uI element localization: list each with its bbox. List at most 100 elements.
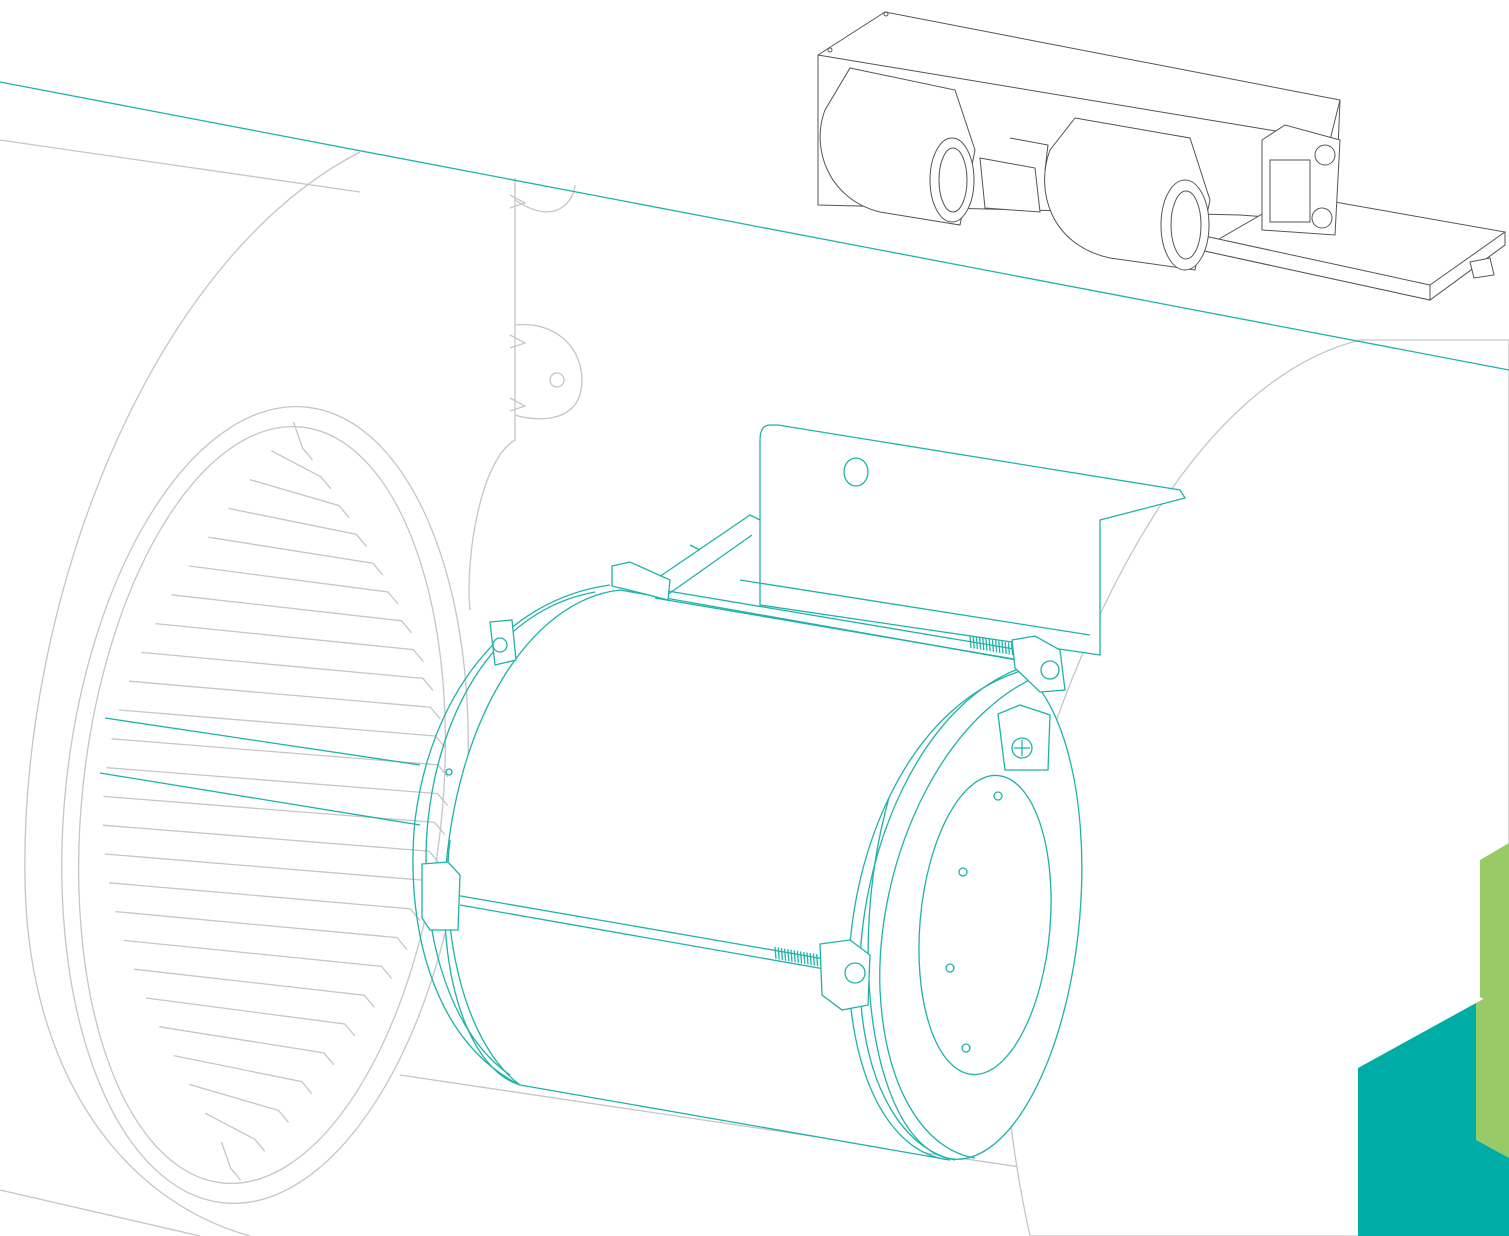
blade [292,421,313,461]
thread [1007,642,1011,655]
bracket-fold [739,579,1091,636]
end-cap-hole-3 [961,1043,971,1053]
blade [189,565,399,605]
thread [815,954,819,967]
blade [119,709,446,749]
blade [204,1112,266,1152]
shaft-line-lower [99,772,421,826]
screw-slot [1014,740,1030,756]
thread [803,951,806,965]
mounting-plate [468,178,516,611]
hexagon-logo-icon [1358,843,1509,1236]
blade [133,968,375,1008]
clamp-top-right [1011,635,1066,693]
fan-motor [412,424,1187,1161]
thread [982,638,985,651]
clamp-bottom-left [421,861,461,931]
left-ring-hole [445,768,453,776]
end-cap-hole-1 [958,867,968,877]
blade [271,450,332,490]
thread [783,948,787,961]
bracket-hole [843,457,869,487]
coil-panel [1269,159,1311,223]
cabinet-screw-2 [827,47,833,53]
logo-green-bottom [1476,985,1509,1158]
housing-bottom-edge [0,1189,201,1236]
blade [228,507,367,547]
thread [799,951,803,964]
thread [796,950,800,963]
thread [998,640,1001,654]
blade [102,824,440,864]
screw-right-icon [1011,737,1033,759]
thread [793,950,796,963]
coil-pipe-top-icon [1314,144,1336,166]
shaft-axis-line [0,81,1509,371]
blade [115,910,408,951]
motor-body [443,589,1046,1161]
blade [249,478,350,519]
blade [106,766,449,807]
blade [123,939,393,979]
blower-left-inlet [929,137,975,223]
left-scroll-outer [24,151,361,1236]
thread [780,948,784,961]
thread [985,638,988,651]
motor-right-ring-2 [879,667,1061,1159]
thread [790,949,793,962]
blower-housing [0,139,1509,1236]
blower-right-wheel-icon [1170,190,1202,260]
screw-left-icon [492,637,508,653]
shaft-line-upper [104,717,421,766]
blade [155,622,424,663]
housing-lower-edge [399,1074,1041,1171]
housing-top-edge [0,139,361,193]
motor-bracket-plate [759,424,1187,656]
motor-left-ring-outer [412,584,611,1086]
clamp-right [997,704,1051,771]
unit-motor-bracket [1009,137,1049,171]
blade [141,651,434,691]
thread [978,637,982,650]
thread [991,639,995,652]
thread [809,952,812,966]
blade [208,536,384,576]
nut-bottom-right-icon [844,962,866,984]
end-cap-hole-2 [945,963,955,973]
plate-tab-top [514,184,576,213]
thread [994,640,998,653]
thread [969,635,972,649]
thread [1010,643,1014,656]
clamp-left [489,619,517,666]
blade [171,594,413,634]
nut-top-right-icon [1040,660,1060,680]
thread [972,636,975,649]
blower-left-wheel-icon [938,147,968,213]
blade [103,795,446,835]
thread [1001,641,1004,654]
thread [774,946,777,960]
bracket-arm [639,514,761,601]
blade [173,1054,313,1095]
unit-motor-icon [979,157,1041,213]
thread [812,953,816,966]
plate-hole [549,372,565,388]
end-cap-hole-4 [993,791,1003,801]
thread [806,952,809,965]
blower-right-inlet [1160,179,1210,271]
fan-coil-unit [817,11,1506,301]
blade [145,997,356,1037]
cabinet-screw-1 [883,11,889,17]
thread [777,947,780,960]
motor-left-ring-inner [425,591,596,1076]
clamp-top-left [611,561,671,601]
thread [988,639,991,652]
plate-tab-mid [514,323,583,420]
logo-green-top [1480,843,1509,1013]
end-cap-flange [918,774,1052,1076]
blade [159,1026,335,1066]
inlet-ring-outer [61,405,469,1205]
plate-notches [509,194,527,412]
blower-wheel-blades [102,421,449,1181]
